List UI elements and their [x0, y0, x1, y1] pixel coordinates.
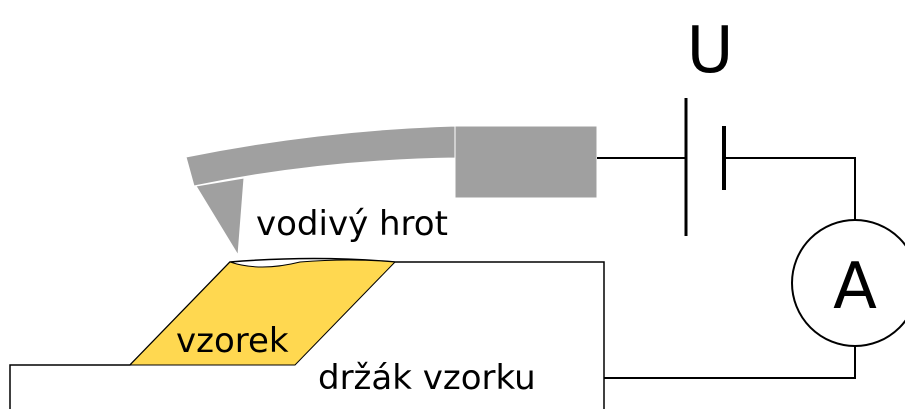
voltage-label: U — [687, 14, 734, 88]
sample — [128, 259, 397, 366]
sample-label: vzorek — [176, 321, 289, 361]
holder-label: držák vzorku — [318, 358, 536, 398]
probe-block — [454, 125, 598, 199]
cantilever — [185, 125, 598, 257]
cantilever-arm — [185, 125, 456, 187]
ammeter-circle — [791, 219, 905, 347]
circuit-wires — [597, 157, 856, 379]
tip-label: vodivý hrot — [256, 204, 448, 244]
battery-symbol — [684, 98, 726, 236]
ammeter-label: A — [833, 250, 877, 324]
conductive-tip — [195, 177, 245, 257]
